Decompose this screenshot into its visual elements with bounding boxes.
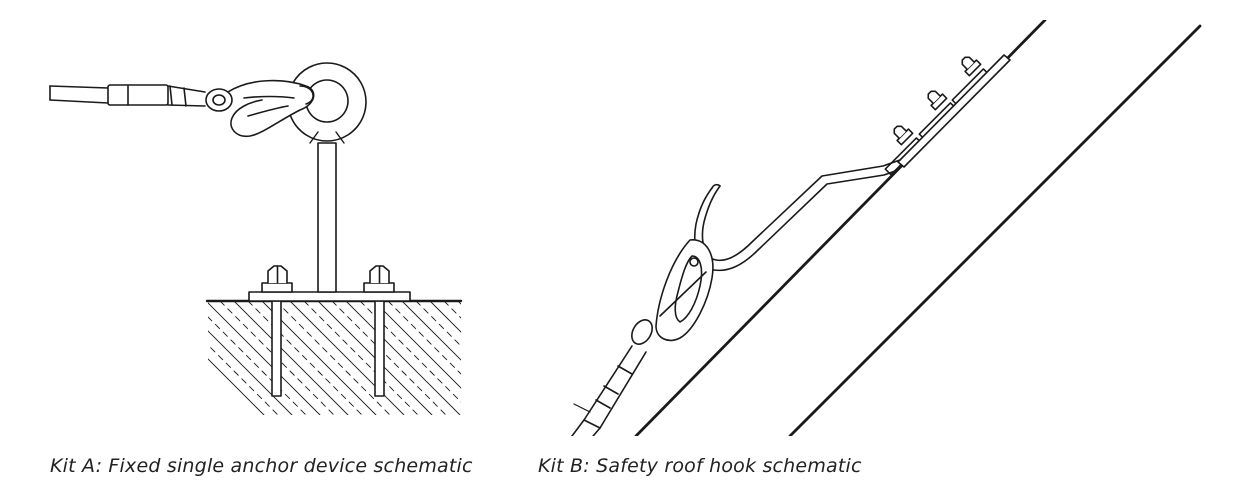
carabiner: [656, 240, 713, 341]
roof-underside-line: [790, 26, 1200, 436]
anchor-nuts: [262, 266, 394, 292]
lanyard-rope-b: [560, 316, 656, 436]
anchor-post: [318, 143, 336, 292]
lanyard-rope: [50, 85, 205, 106]
kit-b-roof-hook-diagram: [560, 20, 1200, 436]
snap-hook: [206, 81, 314, 137]
anchor-bolts: [272, 301, 384, 396]
kit-a-caption: Kit A: Fixed single anchor device schema…: [50, 455, 473, 477]
anchor-eye-ring: [288, 63, 366, 141]
hook-base-plate: [898, 55, 1010, 167]
kit-a-anchor-diagram: [50, 63, 670, 415]
ground-hatching: [150, 301, 670, 415]
kit-b-caption: Kit B: Safety roof hook schematic: [538, 455, 862, 477]
base-plate: [249, 292, 410, 301]
roof-bolt-nuts: [890, 53, 981, 145]
roof-hook-rod: [695, 160, 900, 270]
